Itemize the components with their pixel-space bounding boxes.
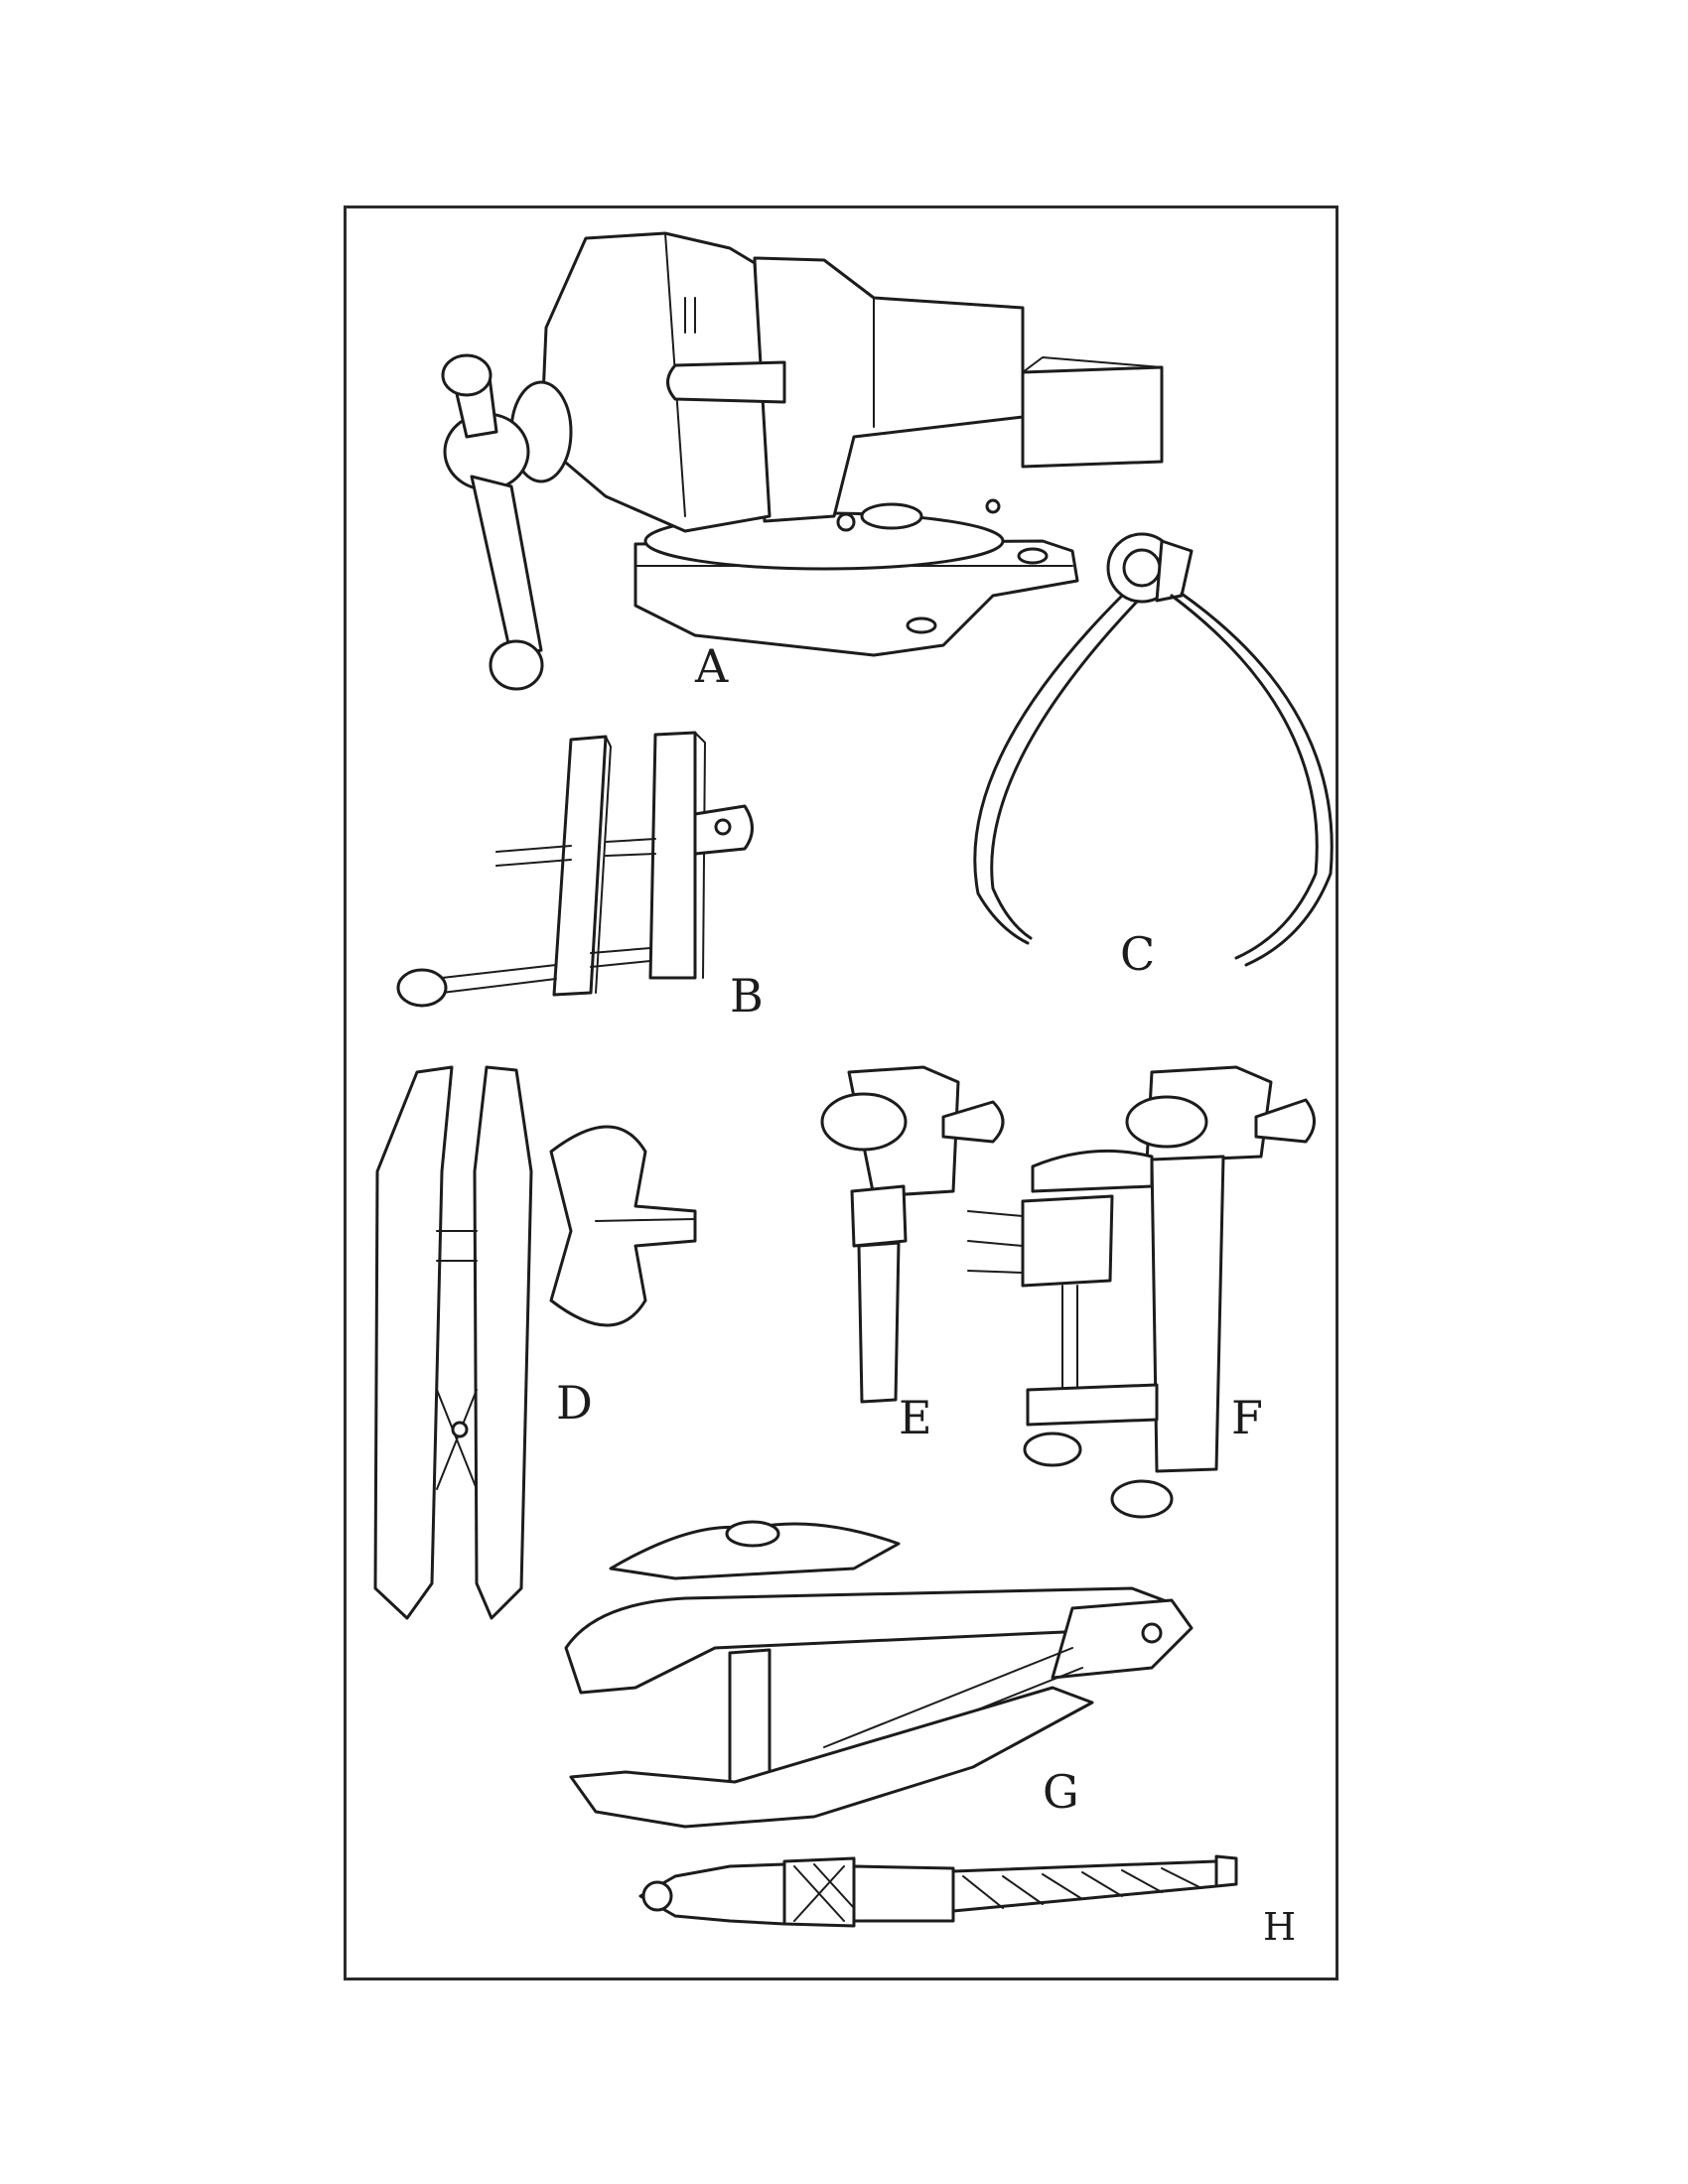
pin-chuck-icon [638, 1854, 1238, 1928]
figure-label-c: C [1120, 927, 1156, 981]
clamp-vise-icon [564, 1520, 1194, 1829]
pin-vise-icon [820, 1065, 1005, 1404]
table-vise-icon [967, 1065, 1316, 1519]
figure-label-b: B [730, 969, 764, 1023]
bench-vise-icon [441, 231, 1164, 691]
hand-vise-icon [373, 1065, 697, 1620]
plate-frame [344, 205, 1338, 1980]
figure-label-e: E [899, 1391, 932, 1444]
figure-label-h: H [1263, 1905, 1297, 1949]
parallel-clamp-icon [396, 731, 754, 1008]
figure-label-d: D [556, 1376, 593, 1430]
calipers-icon [973, 532, 1334, 967]
figure-label-a: A [695, 639, 729, 693]
figure-label-g: G [1043, 1765, 1079, 1819]
figure-label-f: F [1231, 1391, 1263, 1444]
